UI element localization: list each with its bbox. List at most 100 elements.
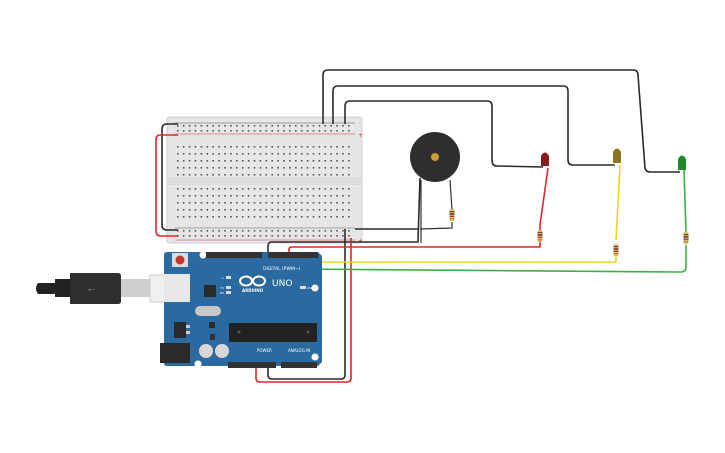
breadboard-hole[interactable]	[259, 216, 262, 218]
breadboard-hole[interactable]	[188, 153, 191, 155]
resistor[interactable]	[683, 232, 689, 244]
breadboard-hole[interactable]	[182, 195, 185, 197]
breadboard-hole[interactable]	[177, 174, 179, 176]
breadboard-hole[interactable]	[348, 209, 350, 211]
breadboard-hole[interactable]	[271, 202, 273, 204]
breadboard-hole[interactable]	[212, 160, 214, 162]
breadboard-hole[interactable]	[259, 174, 262, 176]
breadboard-hole[interactable]	[318, 146, 321, 148]
breadboard-hole[interactable]	[277, 160, 279, 162]
breadboard-hole[interactable]	[265, 230, 268, 232]
breadboard-hole[interactable]	[194, 153, 197, 155]
breadboard-hole[interactable]	[330, 230, 332, 232]
led-yellow[interactable]	[613, 148, 621, 164]
breadboard-hole[interactable]	[283, 216, 285, 218]
breadboard-hole[interactable]	[295, 216, 297, 218]
breadboard-hole[interactable]	[206, 230, 209, 232]
breadboard-hole[interactable]	[247, 209, 250, 211]
breadboard-hole[interactable]	[194, 230, 197, 232]
breadboard-hole[interactable]	[336, 202, 338, 204]
breadboard-hole[interactable]	[206, 130, 209, 132]
breadboard-hole[interactable]	[253, 195, 256, 197]
breadboard-hole[interactable]	[253, 125, 256, 127]
breadboard-hole[interactable]	[277, 167, 279, 169]
breadboard-hole[interactable]	[194, 202, 197, 204]
breadboard-hole[interactable]	[265, 125, 268, 127]
breadboard-hole[interactable]	[259, 130, 262, 132]
breadboard-hole[interactable]	[212, 195, 214, 197]
breadboard-hole[interactable]	[212, 146, 214, 148]
breadboard-hole[interactable]	[218, 167, 220, 169]
breadboard-hole[interactable]	[289, 146, 291, 148]
breadboard-hole[interactable]	[253, 216, 256, 218]
breadboard-hole[interactable]	[271, 125, 273, 127]
breadboard-hole[interactable]	[324, 216, 327, 218]
breadboard-hole[interactable]	[289, 216, 291, 218]
breadboard-hole[interactable]	[271, 130, 273, 132]
breadboard-hole[interactable]	[283, 202, 285, 204]
breadboard-hole[interactable]	[188, 195, 191, 197]
breadboard-hole[interactable]	[348, 167, 350, 169]
breadboard-hole[interactable]	[236, 146, 238, 148]
breadboard-hole[interactable]	[330, 130, 332, 132]
breadboard-hole[interactable]	[241, 195, 244, 197]
breadboard-hole[interactable]	[194, 188, 197, 190]
breadboard-hole[interactable]	[241, 235, 244, 237]
breadboard-hole[interactable]	[218, 216, 220, 218]
breadboard-hole[interactable]	[348, 153, 350, 155]
breadboard-hole[interactable]	[230, 160, 232, 162]
breadboard-hole[interactable]	[324, 230, 327, 232]
reset-button-cap[interactable]	[175, 255, 185, 265]
breadboard-hole[interactable]	[241, 209, 244, 211]
breadboard-hole[interactable]	[300, 167, 303, 169]
breadboard-hole[interactable]	[342, 160, 344, 162]
breadboard-hole[interactable]	[271, 195, 273, 197]
breadboard-hole[interactable]	[295, 174, 297, 176]
wire-signal-green[interactable]	[292, 245, 687, 273]
breadboard-hole[interactable]	[247, 174, 250, 176]
breadboard-hole[interactable]	[253, 153, 256, 155]
breadboard-hole[interactable]	[348, 160, 350, 162]
breadboard-hole[interactable]	[295, 153, 297, 155]
breadboard-hole[interactable]	[312, 174, 315, 176]
breadboard-hole[interactable]	[182, 153, 185, 155]
breadboard-hole[interactable]	[306, 146, 309, 148]
breadboard-hole[interactable]	[312, 216, 315, 218]
breadboard-hole[interactable]	[336, 174, 338, 176]
piezo-buzzer[interactable]	[410, 132, 460, 243]
breadboard-hole[interactable]	[259, 146, 262, 148]
breadboard-hole[interactable]	[330, 188, 332, 190]
breadboard-hole[interactable]	[312, 160, 315, 162]
breadboard-hole[interactable]	[241, 174, 244, 176]
breadboard-hole[interactable]	[200, 130, 203, 132]
breadboard-hole[interactable]	[312, 167, 315, 169]
breadboard-hole[interactable]	[206, 195, 209, 197]
breadboard-hole[interactable]	[283, 188, 285, 190]
breadboard-hole[interactable]	[253, 202, 256, 204]
breadboard-hole[interactable]	[271, 174, 273, 176]
breadboard-hole[interactable]	[312, 202, 315, 204]
breadboard-hole[interactable]	[295, 125, 297, 127]
breadboard-hole[interactable]	[324, 160, 327, 162]
breadboard-hole[interactable]	[182, 209, 185, 211]
breadboard-hole[interactable]	[206, 167, 209, 169]
breadboard-hole[interactable]	[306, 195, 309, 197]
breadboard-hole[interactable]	[253, 230, 256, 232]
breadboard-hole[interactable]	[206, 174, 209, 176]
resistor[interactable]	[613, 244, 619, 256]
breadboard-hole[interactable]	[277, 209, 279, 211]
breadboard-hole[interactable]	[295, 146, 297, 148]
breadboard-hole[interactable]	[306, 235, 309, 237]
breadboard-hole[interactable]	[342, 146, 344, 148]
breadboard-hole[interactable]	[283, 230, 285, 232]
breadboard-hole[interactable]	[188, 167, 191, 169]
breadboard-hole[interactable]	[230, 202, 232, 204]
breadboard-hole[interactable]	[236, 130, 238, 132]
breadboard-hole[interactable]	[253, 130, 256, 132]
breadboard-hole[interactable]	[271, 235, 273, 237]
breadboard-hole[interactable]	[253, 146, 256, 148]
breadboard-hole[interactable]	[259, 167, 262, 169]
arduino-uno-board[interactable]: DIGITAL (PWM~) ARDUINO UNO L TX RX ON PO…	[160, 251, 322, 369]
breadboard-hole[interactable]	[177, 160, 179, 162]
breadboard-hole[interactable]	[206, 188, 209, 190]
